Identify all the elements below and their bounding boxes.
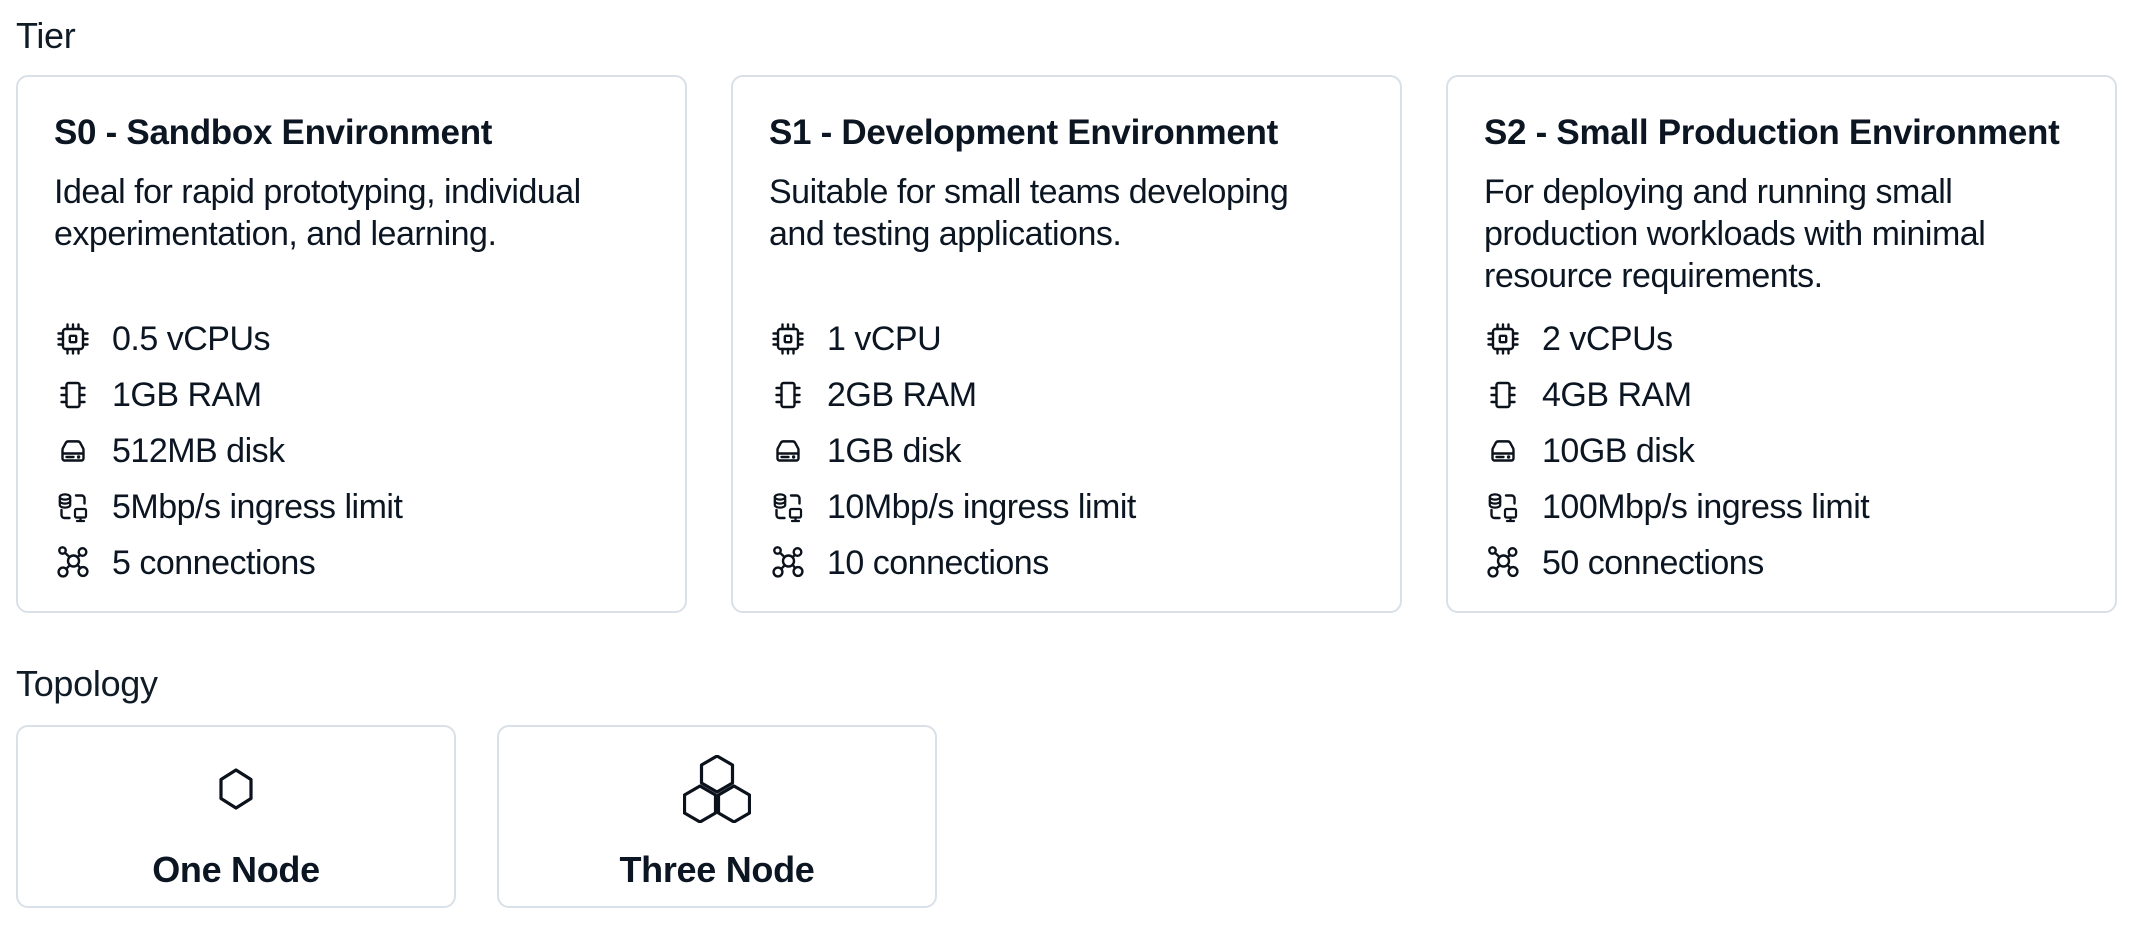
ram-icon [54,376,92,414]
spec-row: 10 connections [769,544,1364,582]
topology-section-label: Topology [16,663,158,704]
tier-card-spec-list: 2 vCPUs 4GB RAM 10GB disk 100Mbp/s ingress … [1484,320,2079,582]
spec-text: 512MB disk [112,431,285,470]
ram-icon [769,376,807,414]
spec-text: 1 vCPU [827,319,942,358]
spec-row: 1GB RAM [54,376,649,414]
topology-card-option[interactable]: One Node [16,725,456,908]
topology-options-row: One Node Three Node [16,725,2132,908]
spec-row: 10Mbp/s ingress limit [769,488,1364,526]
spec-text: 10GB disk [1542,431,1695,470]
tier-card-description: Ideal for rapid prototyping, individual … [54,173,581,253]
tier-card-description: Suitable for small teams developing and … [769,173,1289,253]
spec-text: 4GB RAM [1542,375,1692,414]
spec-text: 1GB disk [827,431,961,470]
spec-row: 100Mbp/s ingress limit [1484,488,2079,526]
spec-row: 512MB disk [54,432,649,470]
three-node-icon [683,755,751,823]
cpu-icon [769,320,807,358]
tier-card-spec-list: 1 vCPU 2GB RAM 1GB disk 10Mbp/s ingress lim… [769,320,1364,582]
spec-text: 100Mbp/s ingress limit [1542,487,1870,526]
spec-row: 1GB disk [769,432,1364,470]
ingress-icon [54,488,92,526]
ingress-icon [769,488,807,526]
spec-row: 2 vCPUs [1484,320,2079,358]
spec-row: 1 vCPU [769,320,1364,358]
tier-card-spec-list: 0.5 vCPUs 1GB RAM 512MB disk 5Mbp/s ingress… [54,320,649,582]
topology-icon-box [218,755,254,823]
tier-card-title: S1 - Development Environment [769,113,1278,152]
topology-card-label: One Node [152,849,320,890]
spec-text: 2GB RAM [827,375,977,414]
spec-row: 10GB disk [1484,432,2079,470]
tier-card-title: S2 - Small Production Environment [1484,113,2060,152]
one-node-icon [218,755,254,823]
spec-text: 5Mbp/s ingress limit [112,487,403,526]
spec-text: 5 connections [112,543,316,582]
disk-icon [769,432,807,470]
spec-row: 2GB RAM [769,376,1364,414]
tier-card-description: For deploying and running small producti… [1484,173,1986,295]
spec-row: 0.5 vCPUs [54,320,649,358]
cpu-icon [54,320,92,358]
connections-icon [1484,544,1522,582]
spec-text: 10 connections [827,543,1049,582]
topology-icon-box [683,755,751,823]
tier-card-title: S0 - Sandbox Environment [54,113,493,152]
spec-row: 50 connections [1484,544,2079,582]
topology-card-option[interactable]: Three Node [497,725,937,908]
spec-text: 10Mbp/s ingress limit [827,487,1136,526]
spec-text: 50 connections [1542,543,1764,582]
connections-icon [769,544,807,582]
topology-card-label: Three Node [619,849,815,890]
spec-text: 2 vCPUs [1542,319,1673,358]
spec-row: 4GB RAM [1484,376,2079,414]
disk-icon [1484,432,1522,470]
cpu-icon [1484,320,1522,358]
connections-icon [54,544,92,582]
spec-row: 5 connections [54,544,649,582]
tier-section-label: Tier [16,15,76,56]
ram-icon [1484,376,1522,414]
ingress-icon [1484,488,1522,526]
spec-row: 5Mbp/s ingress limit [54,488,649,526]
spec-text: 0.5 vCPUs [112,319,271,358]
disk-icon [54,432,92,470]
spec-text: 1GB RAM [112,375,262,414]
